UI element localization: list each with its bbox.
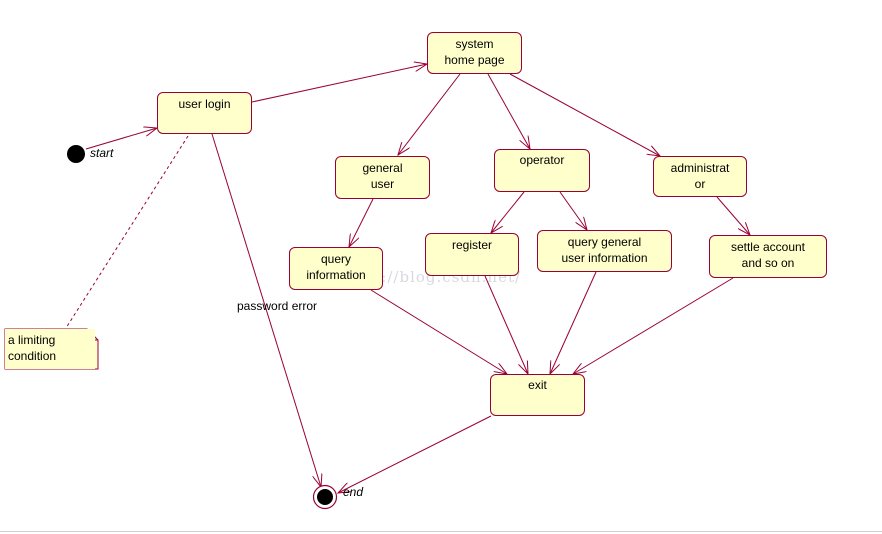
- edge-home-operator: [487, 73, 530, 149]
- edge-operator-querygeneral: [559, 191, 587, 230]
- state-register: register: [425, 233, 519, 276]
- edge-home-general: [398, 73, 461, 155]
- note-limiting-condition: a limiting condition: [5, 329, 95, 369]
- edge-general-query: [349, 198, 374, 247]
- state-query-information: query information: [289, 247, 383, 290]
- edge-login-end: [211, 133, 321, 487]
- edge-register-exit: [484, 275, 528, 374]
- end-label: end: [343, 485, 364, 499]
- state-system-home-page: system home page: [427, 32, 522, 74]
- state-exit: exit: [490, 374, 585, 416]
- end-node: [317, 489, 333, 505]
- bottom-divider: [0, 531, 882, 532]
- edge-operator-register: [491, 191, 525, 233]
- edge-querygeneral-exit: [550, 271, 597, 374]
- state-query-general-user-information: query general user information: [537, 230, 672, 272]
- edge-login-home: [251, 64, 427, 103]
- edge-query-exit: [370, 289, 507, 374]
- start-node: [67, 145, 85, 163]
- edge-admin-settle: [716, 196, 750, 235]
- edge-settle-exit: [573, 277, 734, 374]
- state-operator: operator: [494, 149, 590, 192]
- state-settle-account: settle account and so on: [709, 235, 827, 278]
- start-label: start: [90, 146, 114, 160]
- state-general-user: general user: [335, 156, 430, 199]
- note-anchor: [65, 135, 189, 329]
- edge-start-login: [85, 128, 157, 150]
- state-user-login: user login: [157, 92, 252, 134]
- password-error-label: password error: [237, 299, 318, 313]
- edge-home-admin: [509, 73, 660, 156]
- state-administrator: administrat or: [653, 156, 747, 197]
- edge-exit-end: [338, 415, 492, 493]
